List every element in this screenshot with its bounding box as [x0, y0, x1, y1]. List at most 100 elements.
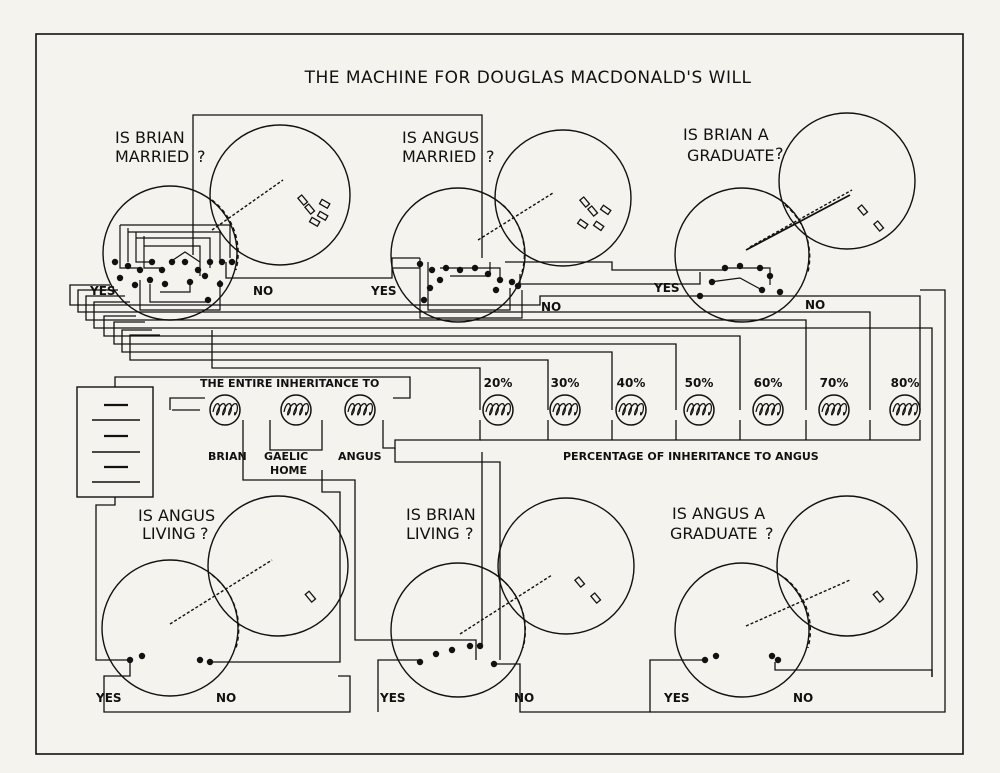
q2-line1: IS ANGUS: [402, 128, 479, 147]
contact-dot: [161, 280, 169, 288]
dial-angus-married-slots: [576, 196, 612, 232]
wiring: [69, 114, 946, 713]
contact-dot: [201, 272, 209, 280]
q4-no: NO: [216, 691, 236, 705]
q1-no: NO: [253, 284, 273, 298]
percentage-label: 70%: [820, 376, 849, 390]
contact-dot: [168, 258, 176, 266]
percentage-lamp-5: [818, 394, 850, 426]
contact-dot: [466, 642, 474, 650]
q4-line1: IS ANGUS: [138, 506, 215, 525]
contact-dot: [712, 652, 720, 660]
q3-qmark: ?: [775, 144, 784, 163]
contact-dot: [432, 650, 440, 658]
q1-qmark: ?: [197, 147, 206, 166]
contact-dot: [204, 296, 212, 304]
contact-dot: [228, 258, 236, 266]
contact-dot: [476, 642, 484, 650]
q3-line1: IS BRIAN A: [683, 125, 769, 144]
q6-line1: IS ANGUS A: [672, 504, 765, 523]
percentage-label: 40%: [617, 376, 646, 390]
heir-lamp-0: [209, 394, 241, 426]
dial-angus-graduate-slot: [872, 590, 885, 604]
q3-line2: GRADUATE: [687, 146, 774, 165]
q6-yes: YES: [663, 691, 690, 705]
percentage-label: 30%: [551, 376, 580, 390]
percentage-labels: 20%30%40%50%60%70%80%: [484, 376, 920, 390]
inheritance-header: THE ENTIRE INHERITANCE TO: [200, 377, 379, 390]
percentage-lamp-0: [482, 394, 514, 426]
q1-yes: YES: [89, 284, 116, 298]
percentage-label: 80%: [891, 376, 920, 390]
contact-dot: [701, 656, 709, 664]
q1-line1: IS BRIAN: [115, 128, 185, 147]
contact-dot: [116, 274, 124, 282]
contact-dot: [181, 258, 189, 266]
contact-dot: [138, 652, 146, 660]
contact-dot: [131, 281, 139, 289]
heir-lamp-2: [344, 394, 376, 426]
contact-dot: [196, 656, 204, 664]
percentage-lamp-3: [683, 394, 715, 426]
dial-brian-married-switch-block: [119, 224, 231, 311]
heir-brian-label: BRIAN: [208, 450, 247, 463]
diagram-title: THE MACHINE FOR DOUGLAS MACDONALD'S WILL: [304, 68, 752, 88]
percentage-caption: PERCENTAGE OF INHERITANCE TO ANGUS: [563, 450, 819, 463]
q5-line1: IS BRIAN: [406, 505, 476, 524]
heir-gaelic-home-line1: GAELIC: [264, 450, 308, 463]
q5-yes: YES: [379, 691, 406, 705]
q6-no: NO: [793, 691, 813, 705]
heir-gaelic-home-line2: HOME: [270, 464, 307, 477]
contact-dot: [448, 646, 456, 654]
dial-brian-living: [390, 497, 635, 698]
contact-dot: [158, 266, 166, 274]
contact-dot: [206, 658, 214, 666]
contact-dot: [508, 278, 516, 286]
contact-dot: [490, 660, 498, 668]
contact-dot: [768, 652, 776, 660]
heir-angus-label: ANGUS: [338, 450, 382, 463]
dial-brian-married-slots: [296, 194, 331, 228]
dial-angus-graduate: [674, 495, 918, 698]
contact-dot: [492, 286, 500, 294]
lamps: [209, 394, 921, 426]
dial-angus-living-slot: [304, 590, 317, 604]
q1-line2: MARRIED: [115, 147, 189, 166]
contact-dot: [696, 292, 704, 300]
dial-brian-graduate-slots: [856, 204, 885, 233]
q2-yes: YES: [370, 284, 397, 298]
q5-line2: LIVING: [406, 524, 460, 543]
contact-dot: [420, 296, 428, 304]
q4-qmark: ?: [200, 524, 209, 543]
percentage-lamp-4: [752, 394, 784, 426]
contact-dot: [111, 258, 119, 266]
q2-no: NO: [541, 300, 561, 314]
contact-dot: [436, 276, 444, 284]
contact-dot: [774, 656, 782, 664]
q4-yes: YES: [95, 691, 122, 705]
dial-angus-married: [390, 129, 632, 323]
percentage-label: 60%: [754, 376, 783, 390]
contact-dot: [416, 658, 424, 666]
q3-no: NO: [805, 298, 825, 312]
contact-dot: [514, 282, 522, 290]
dial-brian-living-slots: [573, 576, 602, 605]
dial-angus-living: [101, 495, 349, 697]
contact-points: [111, 258, 784, 668]
battery: [76, 386, 154, 498]
q6-qmark: ?: [765, 524, 774, 543]
q6-line2: GRADUATE: [670, 524, 757, 543]
contact-dot: [146, 276, 154, 284]
percentage-lamp-1: [549, 394, 581, 426]
q3-yes: YES: [653, 281, 680, 295]
dial-brian-graduate-switch-block: [709, 267, 771, 291]
q4-line2: LIVING: [142, 524, 196, 543]
percentage-lamp-2: [615, 394, 647, 426]
contact-dot: [126, 656, 134, 664]
q5-qmark: ?: [465, 524, 474, 543]
contact-dot: [428, 266, 436, 274]
q5-no: NO: [514, 691, 534, 705]
q2-qmark: ?: [486, 147, 495, 166]
contact-dot: [776, 288, 784, 296]
